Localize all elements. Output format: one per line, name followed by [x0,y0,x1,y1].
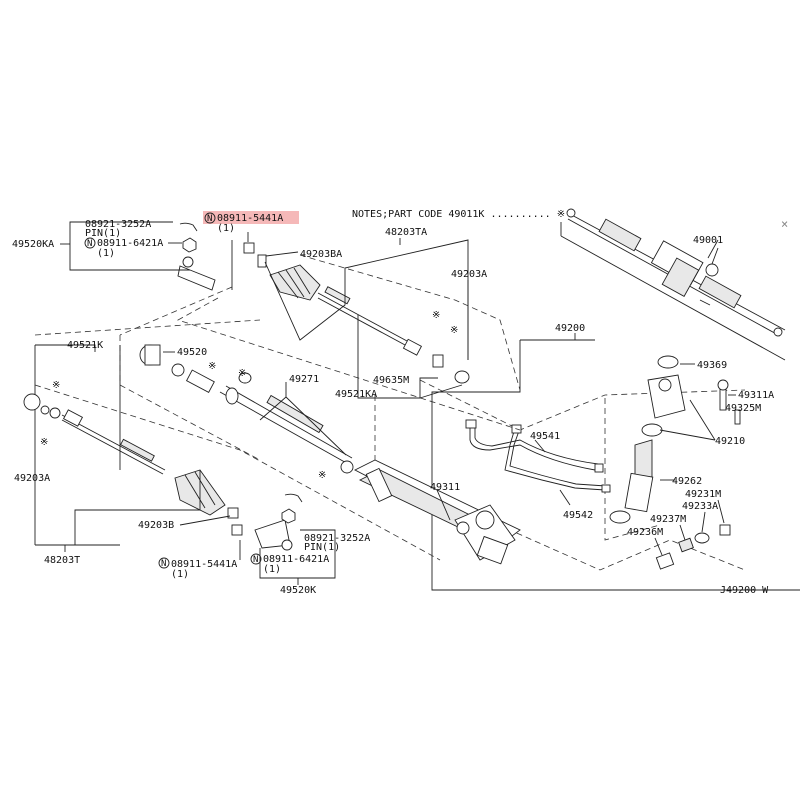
label-49542[interactable]: 49542 [563,510,593,521]
star-marker-5: ※ [318,470,326,481]
label-08911-6421A-lower[interactable]: 08911-6421A [263,554,329,565]
label-pin-lower[interactable]: PIN(1) [304,542,340,553]
label-49210[interactable]: 49210 [715,436,745,447]
tie-rod-end-upper[interactable] [177,222,216,291]
svg-text:NOTES;PART CODE 49011K .......: NOTES;PART CODE 49011K .......... ※ [352,209,565,220]
label-49233A[interactable]: 49233A [682,501,718,512]
label-49635M[interactable]: 49635M [373,375,409,386]
label-49325M[interactable]: 49325M [725,403,761,414]
selected-part-highlight [203,211,299,224]
label-49237M[interactable]: 49237M [650,514,686,525]
clip-49203A-left[interactable] [23,393,61,419]
star-marker-6: ※ [52,380,60,391]
nut-symbol-lower-1: N [158,557,170,569]
label-49001[interactable]: 49001 [693,235,723,246]
tube-49541[interactable] [465,419,604,473]
label-49236M[interactable]: 49236M [627,527,663,538]
nut-5441A-lower[interactable] [231,524,243,536]
star-marker-3: ※ [208,361,216,372]
label-49203A-right[interactable]: 49203A [451,269,487,280]
star-marker-7: ※ [40,437,48,448]
nut-5441A-top[interactable] [243,242,255,254]
star-marker-4: ※ [238,368,246,379]
label-08911-5441A-selected[interactable]: 08911-5441A [217,213,283,224]
nut-symbol-lower-2: N [250,553,262,565]
label-48203TA[interactable]: 48203TA [385,227,427,238]
inner-rod-lower[interactable] [61,409,166,475]
close-icon[interactable]: × [781,217,788,231]
label-49203BA[interactable]: 49203BA [300,249,342,260]
label-49311[interactable]: 49311 [430,482,460,493]
svg-text:N: N [207,214,212,224]
tie-rod-end-lower[interactable] [254,493,303,551]
nut-symbol-top: N [84,237,96,249]
label-49520KA[interactable]: 49520KA [12,239,54,250]
label-qty-selected: (1) [217,223,235,234]
label-qty-top: (1) [97,248,115,259]
notes-line: NOTES;PART CODE 49011K .......... ※ [352,209,565,220]
label-qty-lower-1: (1) [171,569,189,580]
label-49203B[interactable]: 49203B [138,520,174,531]
label-49311A[interactable]: 49311A [738,390,774,401]
clamp-49203BA[interactable] [257,254,267,268]
label-49521KA[interactable]: 49521KA [335,389,377,400]
svg-text:N: N [161,559,166,569]
label-49203A-left[interactable]: 49203A [14,473,50,484]
label-49520K[interactable]: 49520K [280,585,316,596]
boot-lower-49203B[interactable] [174,469,239,519]
label-49521K[interactable]: 49521K [67,340,103,351]
label-08921-top[interactable]: 08921-3252A [85,219,151,230]
label-49231M[interactable]: 49231M [685,489,721,500]
label-49262[interactable]: 49262 [672,476,702,487]
boot-upper[interactable] [269,264,321,301]
diagram-code: J49200 W [720,585,769,596]
label-49271[interactable]: 49271 [289,374,319,385]
label-qty-lower-2: (1) [263,564,281,575]
rack-49271[interactable] [185,369,354,474]
small-parts-49231M-49236M[interactable] [655,524,731,570]
label-48203T[interactable]: 48203T [44,555,80,566]
valve-assembly[interactable] [609,355,741,524]
label-08921-lower[interactable]: 08921-3252A [304,533,370,544]
gear-assembly-49001[interactable] [566,208,786,337]
label-08911-6421A-top[interactable]: 08911-6421A [97,238,163,249]
svg-text:N: N [87,239,92,249]
star-marker-1: ※ [432,310,440,321]
label-49541[interactable]: 49541 [530,431,560,442]
bushing-49520[interactable] [139,344,185,377]
star-marker-2: ※ [450,325,458,336]
nut-symbol-selected: N [204,212,216,224]
gear-housing-49311[interactable] [354,459,521,565]
svg-text:N: N [253,555,258,565]
label-49200[interactable]: 49200 [555,323,585,334]
clip-49203A-right[interactable] [432,354,470,384]
label-49369[interactable]: 49369 [697,360,727,371]
label-08911-5441A-lower[interactable]: 08911-5441A [171,559,237,570]
label-49520[interactable]: 49520 [177,347,207,358]
label-pin-top[interactable]: PIN(1) [85,228,121,239]
inner-rod-upper[interactable] [317,286,423,356]
